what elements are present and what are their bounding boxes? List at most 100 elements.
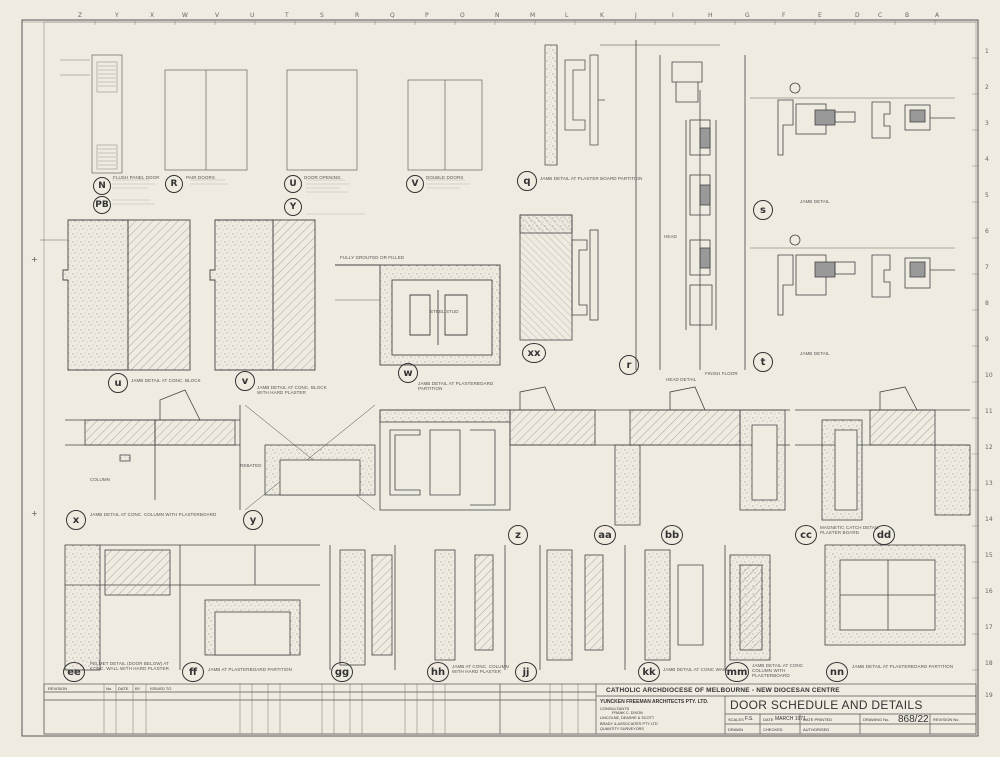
detail-marker-cc: cc xyxy=(795,525,817,545)
revision-label: REVISION No. xyxy=(933,717,960,722)
detail-w-drawing xyxy=(335,264,501,366)
grid-letter: V xyxy=(215,12,220,19)
detail-xx-drawing xyxy=(519,214,599,341)
drawn-label: DRAWN xyxy=(728,727,743,732)
detail-label-ee: PELMET DETAIL (DOOR BELOW) AT CONC. WALL… xyxy=(90,661,169,671)
detail-x-drawing xyxy=(65,389,240,500)
elevation-marker-v: V xyxy=(406,175,424,193)
grid-letter: H xyxy=(708,12,713,19)
grid-number: 5 xyxy=(985,192,989,199)
detail-r-drawing xyxy=(600,40,746,370)
note-head-level: HEAD xyxy=(664,234,677,239)
note-rebated: REBATED xyxy=(240,463,262,468)
detail-label-t: JAMB DETAIL xyxy=(800,351,830,356)
drawing-number: 868/22 xyxy=(898,714,929,725)
consultant-3: BRADY & ASSOCIATES PTY LTD xyxy=(600,722,658,726)
detail-marker-jj: jj xyxy=(515,662,537,682)
detail-marker-ee: ee xyxy=(63,662,85,682)
grid-letter: J xyxy=(635,12,637,19)
detail-u-drawing xyxy=(40,219,191,371)
grid-letter: N xyxy=(495,12,500,19)
grid-letter: F xyxy=(782,12,786,19)
detail-label-nn: JAMB DETAIL AT PLASTERBOARD PARTITION xyxy=(852,664,954,669)
grid-number: 1 xyxy=(985,48,989,55)
grid-letter: S xyxy=(320,12,324,19)
client-title: CATHOLIC ARCHDIOCESE OF MELBOURNE - NEW … xyxy=(606,687,840,694)
detail-label-w: JAMB DETAIL AT PLASTERBOARD PARTITION xyxy=(418,381,494,391)
grid-letter: Y xyxy=(115,12,119,19)
grid-number: 11 xyxy=(985,408,993,415)
authorised-label: AUTHORISED xyxy=(803,727,830,732)
detail-marker-dd: dd xyxy=(873,525,895,545)
detail-marker-u: u xyxy=(108,373,128,393)
grid-number: 16 xyxy=(985,588,993,595)
grid-number: 18 xyxy=(985,660,993,667)
grid-letter: O xyxy=(460,12,465,19)
grid-letter: K xyxy=(600,12,604,19)
grid-number: 4 xyxy=(985,156,989,163)
scale-value: F.S. xyxy=(745,716,754,722)
note-floor-level: FINISH FLOOR xyxy=(705,371,738,376)
grid-letter: A xyxy=(935,12,940,19)
elevation-label-u: DOOR OPENING xyxy=(304,175,341,180)
grid-number: 2 xyxy=(985,84,989,91)
grid-letter: E xyxy=(818,12,822,19)
detail-marker-gg: gg xyxy=(331,662,353,682)
detail-marker-t: t xyxy=(753,352,773,372)
grid-number: 3 xyxy=(985,120,989,127)
detail-marker-z: z xyxy=(508,525,528,545)
detail-marker-xx: xx xyxy=(522,343,546,363)
architect-name: YUNCKEN FREEMAN ARCHITECTS PTY. LTD. xyxy=(600,699,709,705)
svg-text:+: + xyxy=(31,509,38,518)
detail-cc-dd-drawing xyxy=(795,386,971,521)
detail-marker-nn: nn xyxy=(826,662,848,682)
detail-marker-q: q xyxy=(517,171,537,191)
elevation-marker-y: Y xyxy=(284,198,302,216)
grid-letter: L xyxy=(565,12,569,19)
detail-y-drawing xyxy=(239,404,376,511)
detail-label-cc: MAGNETIC CATCH DETAIL PLASTER BOARD xyxy=(820,525,879,535)
elevation-label-v: DOUBLE DOORS xyxy=(426,175,464,180)
checked-label: CHECKED xyxy=(763,727,783,732)
elevation-marker-r: R xyxy=(165,175,183,193)
date-label: DATE xyxy=(763,717,774,722)
grid-letter: X xyxy=(150,12,155,19)
grid-letter: W xyxy=(182,12,188,19)
detail-marker-x: x xyxy=(66,510,86,530)
grid-number: 6 xyxy=(985,228,989,235)
detail-marker-hh: hh xyxy=(427,662,449,682)
detail-marker-ff: ff xyxy=(182,662,204,682)
grid-letter: Z xyxy=(78,12,83,19)
detail-marker-v: v xyxy=(235,371,255,391)
grid-number: 12 xyxy=(985,444,993,451)
consultant-2: LINCOLNE, DEASHE & SCOTT xyxy=(600,716,655,720)
detail-aa-bb-drawing xyxy=(509,386,790,526)
grid-letter: D xyxy=(855,12,860,19)
detail-label-ff: JAMB AT PLASTERBOARD PARTITION xyxy=(208,667,292,672)
grid-number: 9 xyxy=(985,336,989,343)
drawing-title: DOOR SCHEDULE AND DETAILS xyxy=(730,698,923,712)
grid-letter: R xyxy=(355,12,360,19)
elevation-marker-n: N xyxy=(93,177,111,195)
consultant-1: FRANK C. DIXON xyxy=(612,711,643,715)
detail-ee-ff-drawing xyxy=(64,544,320,671)
title-block-frame xyxy=(43,683,977,735)
grid-number: 7 xyxy=(985,264,989,271)
detail-label-r: HEAD DETAIL xyxy=(666,377,697,382)
detail-marker-r: r xyxy=(619,355,639,375)
detail-marker-kk: kk xyxy=(638,662,660,682)
door-elevations xyxy=(60,54,483,174)
scale-label: SCALES xyxy=(728,717,744,722)
consultants-heading: CONSULTANTS xyxy=(600,706,630,711)
detail-kk-mm-nn-drawing xyxy=(644,544,966,670)
detail-v-drawing xyxy=(209,219,316,371)
detail-label-u: JAMB DETAIL AT CONC. BLOCK xyxy=(131,378,201,383)
note-grout: FULLY GROUTED OR FILLED xyxy=(340,255,405,260)
issued-to-col: ISSUED TO xyxy=(150,686,172,691)
svg-text:+: + xyxy=(31,255,38,264)
grid-letter: T xyxy=(285,12,289,19)
detail-marker-w: w xyxy=(398,363,418,383)
detail-marker-bb: bb xyxy=(661,525,683,545)
